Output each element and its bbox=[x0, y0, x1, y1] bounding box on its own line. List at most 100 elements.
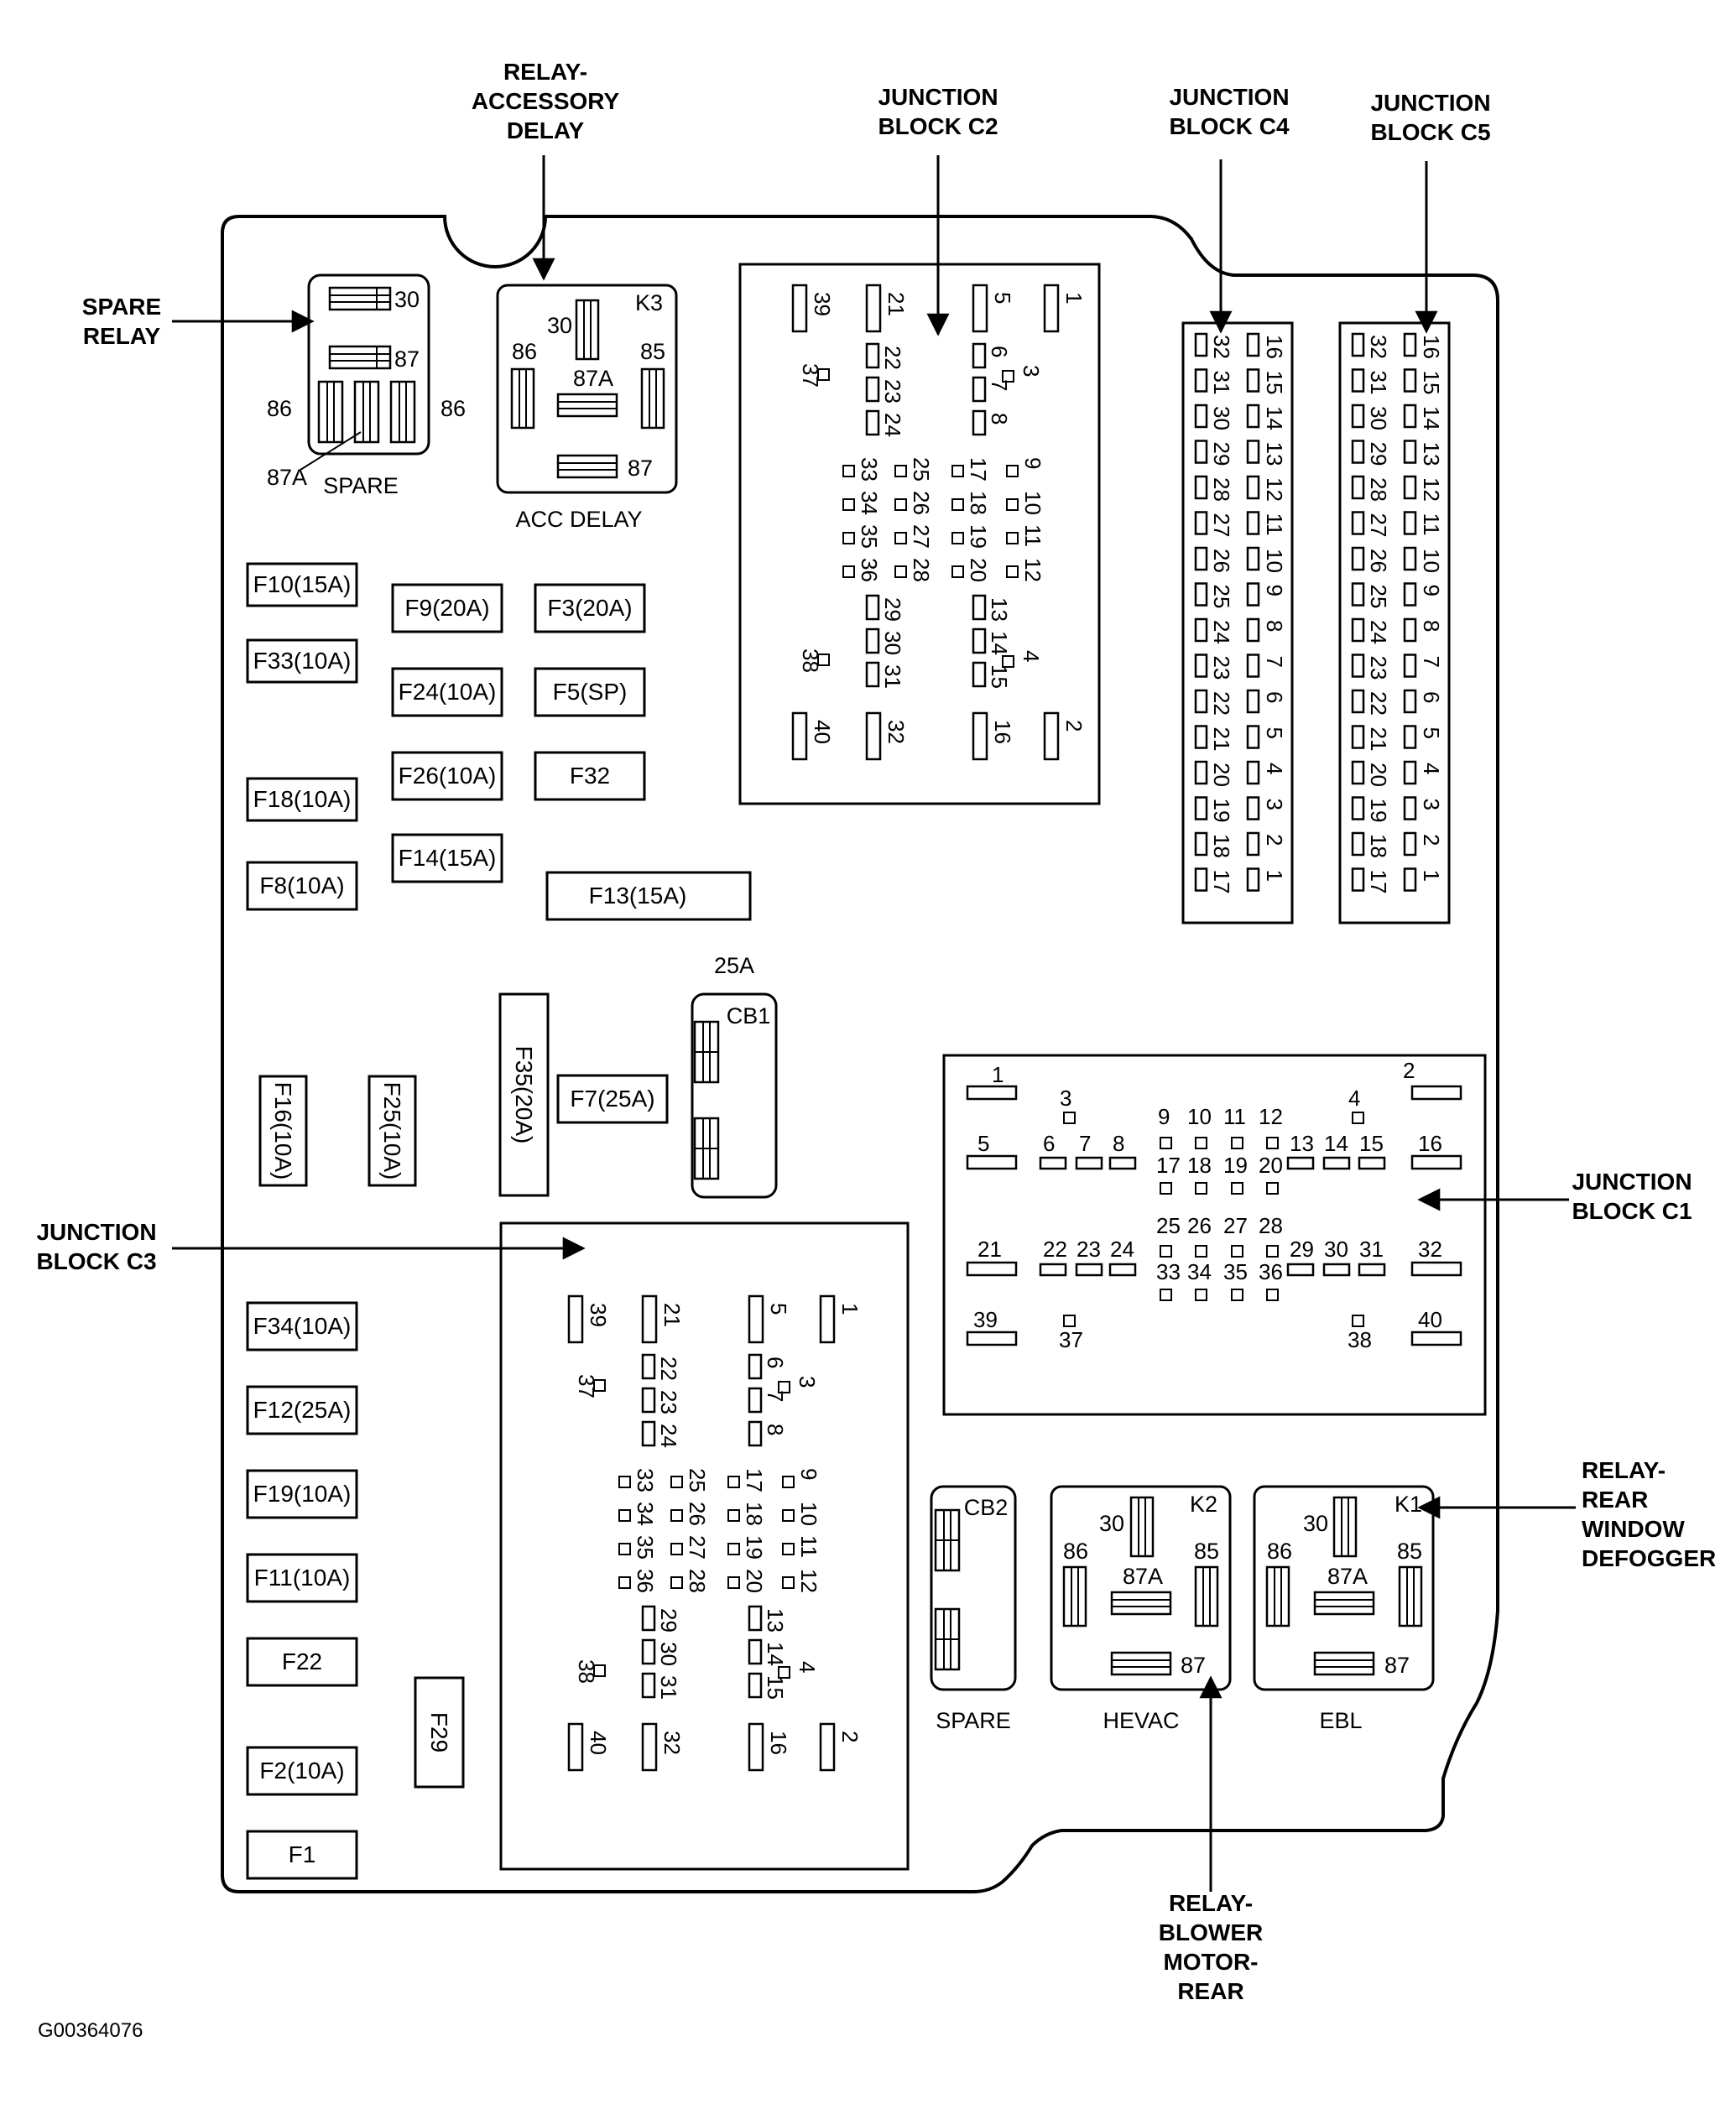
c2-pin-9 bbox=[1006, 465, 1019, 477]
c5-pin-label-11: 11 bbox=[1419, 513, 1444, 536]
c1-pin-label-10: 10 bbox=[1187, 1104, 1212, 1129]
c2-pin-label-10: 10 bbox=[1020, 491, 1045, 515]
c2-pin-12 bbox=[1006, 565, 1019, 578]
c1-pin-label-20: 20 bbox=[1259, 1153, 1283, 1178]
c4-pin-label-28: 28 bbox=[1209, 477, 1234, 502]
c1-pin-38 bbox=[1352, 1315, 1364, 1327]
svg-text:F7(25A): F7(25A) bbox=[570, 1086, 654, 1112]
c1-pin-label-27: 27 bbox=[1223, 1213, 1248, 1238]
c2-pin-label-36: 36 bbox=[857, 558, 882, 582]
c4-pin-29 bbox=[1194, 440, 1208, 464]
c2-pin-label-33: 33 bbox=[857, 457, 882, 482]
c4-pin-label-6: 6 bbox=[1262, 691, 1287, 703]
c1-pin-14 bbox=[1322, 1156, 1351, 1170]
fuse-f25: F25(10A) bbox=[368, 1075, 417, 1187]
c2-pin-2 bbox=[1043, 711, 1060, 761]
c1-pin-label-5: 5 bbox=[977, 1131, 989, 1156]
c4-pin-32 bbox=[1194, 332, 1208, 357]
c5-pin-31 bbox=[1351, 368, 1365, 393]
c3-pin-22 bbox=[641, 1353, 656, 1380]
c4-pin-2 bbox=[1246, 831, 1260, 857]
spare-relay-86b-terminal bbox=[389, 380, 416, 444]
c1-pin-label-22: 22 bbox=[1043, 1237, 1067, 1262]
c3-pin-label-37: 37 bbox=[574, 1374, 599, 1398]
c4-pin-13 bbox=[1246, 440, 1260, 464]
c3-pin-label-22: 22 bbox=[656, 1357, 681, 1381]
acc-relay-85-terminal bbox=[640, 367, 665, 430]
c2-pin-19 bbox=[951, 532, 964, 544]
c1-pin-label-13: 13 bbox=[1290, 1131, 1314, 1156]
c5-pin-1 bbox=[1403, 867, 1417, 892]
c4-pin-7 bbox=[1246, 654, 1260, 678]
c2-pin-label-28: 28 bbox=[909, 558, 934, 582]
c5-pin-25 bbox=[1351, 582, 1365, 607]
c1-pin-label-25: 25 bbox=[1156, 1213, 1181, 1238]
svg-text:87A: 87A bbox=[1123, 1564, 1163, 1589]
c1-pin-label-28: 28 bbox=[1259, 1213, 1283, 1238]
c3-pin-label-40: 40 bbox=[586, 1731, 611, 1755]
c2-pin-13 bbox=[972, 594, 987, 621]
c1-pin-17 bbox=[1160, 1182, 1172, 1195]
svg-text:F2(10A): F2(10A) bbox=[259, 1758, 344, 1784]
c1-pin-label-31: 31 bbox=[1359, 1237, 1384, 1262]
c4-pin-27 bbox=[1194, 511, 1208, 535]
c2-pin-39 bbox=[791, 284, 808, 333]
c2-pin-34 bbox=[842, 498, 855, 511]
c4-pin-label-23: 23 bbox=[1209, 656, 1234, 680]
svg-text:F12(25A): F12(25A) bbox=[253, 1397, 352, 1423]
c4-pin-label-1: 1 bbox=[1262, 870, 1287, 882]
c3-pin-13 bbox=[748, 1605, 763, 1632]
svg-text:86: 86 bbox=[512, 339, 537, 364]
c2-pin-label-35: 35 bbox=[857, 524, 882, 549]
callout-relay-blower-motor-rear: RELAY- BLOWER MOTOR- REAR bbox=[1159, 1675, 1263, 2004]
c5-pin-label-25: 25 bbox=[1366, 585, 1391, 609]
c2-pin-label-25: 25 bbox=[909, 457, 934, 482]
c5-pin-10 bbox=[1403, 546, 1417, 571]
c1-pin-26 bbox=[1195, 1245, 1207, 1258]
callout-junction-block-c5: JUNCTION BLOCK C5 bbox=[1370, 90, 1491, 334]
c1-pin-label-37: 37 bbox=[1059, 1327, 1083, 1352]
c4-pin-30 bbox=[1194, 404, 1208, 429]
svg-text:F8(10A): F8(10A) bbox=[259, 872, 344, 898]
c3-pin-label-28: 28 bbox=[685, 1569, 710, 1593]
c1-pin-31 bbox=[1358, 1263, 1386, 1277]
c5-pin-label-15: 15 bbox=[1419, 371, 1444, 395]
c5-pin-16 bbox=[1403, 332, 1417, 357]
spare-relay-87-terminal bbox=[328, 345, 392, 370]
c4-pin-31 bbox=[1194, 368, 1208, 393]
svg-text:BLOCK C3: BLOCK C3 bbox=[36, 1248, 156, 1274]
fuse-f10: F10(15A) bbox=[246, 562, 358, 607]
c4-pin-25 bbox=[1194, 582, 1208, 607]
acc-relay-30-terminal bbox=[575, 299, 600, 361]
c5-pin-label-8: 8 bbox=[1419, 620, 1444, 632]
callout-junction-block-c3: JUNCTION BLOCK C3 bbox=[36, 1219, 586, 1274]
c3-pin-29 bbox=[641, 1605, 656, 1632]
c2-pin-36 bbox=[842, 565, 855, 578]
c3-pin-label-2: 2 bbox=[837, 1731, 863, 1742]
c3-pin-5 bbox=[748, 1294, 764, 1344]
c4-pin-label-26: 26 bbox=[1209, 549, 1234, 573]
svg-text:F24(10A): F24(10A) bbox=[399, 679, 497, 705]
c5-pin-label-24: 24 bbox=[1366, 620, 1391, 644]
fuse-f33: F33(10A) bbox=[246, 638, 358, 684]
c5-pin-5 bbox=[1403, 725, 1417, 749]
svg-text:BLOCK C5: BLOCK C5 bbox=[1370, 119, 1490, 145]
c1-pin-label-4: 4 bbox=[1348, 1086, 1360, 1111]
c3-pin-label-4: 4 bbox=[795, 1661, 820, 1673]
fuse-f9: F9(20A) bbox=[391, 583, 503, 633]
c1-pin-label-19: 19 bbox=[1223, 1153, 1248, 1178]
svg-text:F34(10A): F34(10A) bbox=[253, 1313, 352, 1339]
svg-text:BLOCK C1: BLOCK C1 bbox=[1572, 1198, 1692, 1224]
c1-pin-label-40: 40 bbox=[1418, 1307, 1442, 1332]
c3-pin-8 bbox=[748, 1420, 763, 1447]
c5-pin-14 bbox=[1403, 404, 1417, 429]
fuse-box-outline bbox=[221, 215, 1499, 1893]
c5-pin-2 bbox=[1403, 831, 1417, 857]
c4-pin-15 bbox=[1246, 368, 1260, 393]
c5-pin-18 bbox=[1351, 831, 1365, 857]
fuse-f29: F29 bbox=[414, 1676, 465, 1789]
c3-pin-4 bbox=[778, 1666, 790, 1679]
c3-pin-18 bbox=[727, 1509, 740, 1522]
c2-pin-label-31: 31 bbox=[880, 664, 905, 689]
